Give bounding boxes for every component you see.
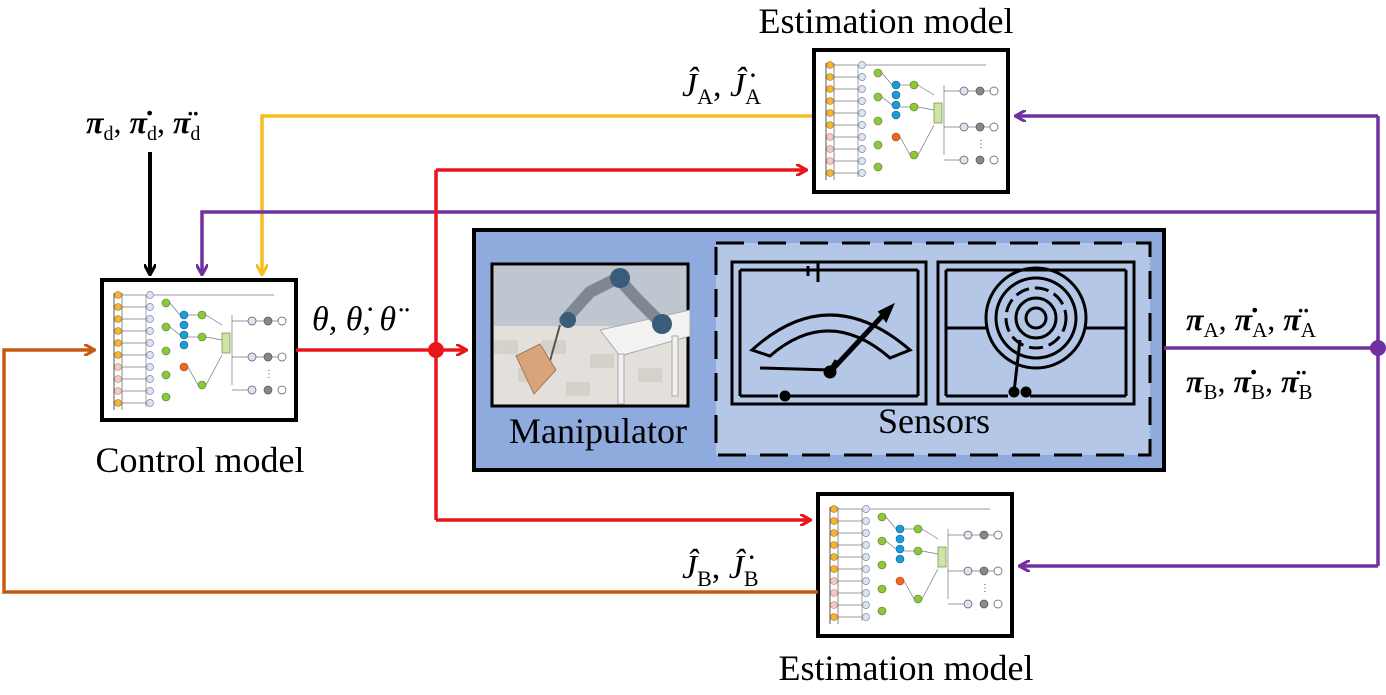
estimation-model-top-label: Estimation model: [759, 1, 1014, 41]
manipulator-label: Manipulator: [509, 411, 687, 451]
gauge-sensor-icon: [730, 260, 928, 406]
jacobian-a-feedback: [262, 114, 812, 274]
estimation-model-bottom-box: [816, 492, 1014, 638]
jacobian-a-label: ĴA, Ĵ̇A: [682, 66, 761, 109]
jacobian-b-label: ĴB, Ĵ̇B: [682, 548, 759, 591]
encoder-sensor-icon: [936, 260, 1136, 406]
estimation-model-top-box: [812, 48, 1010, 194]
jacobian-b-feedback: [2, 350, 818, 594]
joint-state-label: θ, θ̇, θ̈: [312, 301, 409, 338]
sensors-label: Sensors: [878, 401, 990, 441]
sensors-panel: Sensors: [714, 241, 1152, 457]
plant-panel: Manipulator: [472, 228, 1166, 472]
pose-b-label: πB, π̇B, π̈B: [1186, 363, 1312, 404]
desired-pose-label: πd, π̇d, π̈d: [86, 104, 200, 145]
manipulator-image: [490, 262, 691, 408]
joint-junction: [428, 342, 444, 358]
control-model-label: Control model: [96, 440, 305, 480]
pose-junction: [1370, 340, 1386, 356]
control-model-box: [100, 278, 298, 422]
pose-a-label: πA, π̇A, π̈A: [1186, 301, 1317, 342]
estimation-model-bottom-label: Estimation model: [779, 648, 1034, 688]
